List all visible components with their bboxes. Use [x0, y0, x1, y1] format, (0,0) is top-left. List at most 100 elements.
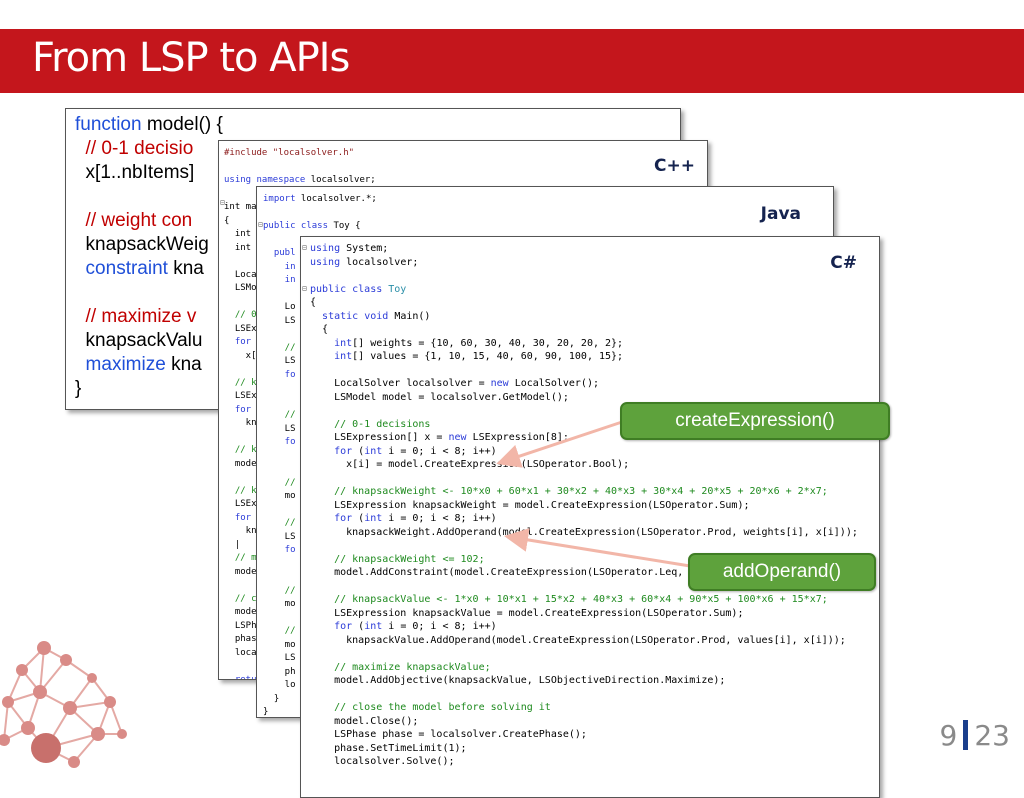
code-line: int	[224, 229, 252, 239]
fold-minus-icon: ⊟	[302, 243, 307, 252]
code-keyword: in	[263, 275, 296, 285]
code-line: mode	[224, 458, 257, 469]
code-line: Toy {	[328, 221, 361, 231]
code-line: LSEx	[224, 323, 257, 334]
code-line: // 0-1 decisions	[310, 418, 431, 430]
code-line: for (int i = 0; i < 8; i++)	[334, 513, 497, 524]
code-line: {	[310, 324, 329, 335]
code-line: x[	[224, 350, 257, 361]
cpp-code-block: #include "localsolver.h" using namespace…	[224, 147, 376, 680]
fold-minus-icon: ⊟	[302, 284, 307, 293]
network-logo-icon	[0, 641, 127, 768]
code-keyword: public class	[263, 221, 329, 231]
code-comment: // k	[224, 485, 257, 496]
code-line: |	[224, 539, 241, 550]
code-line: // maximize knapsackValue;	[310, 661, 491, 673]
code-keyword: constraint	[75, 258, 168, 279]
code-comment: // k	[224, 445, 257, 455]
code-line: kna	[167, 258, 204, 279]
code-line: // knapsackWeight <- 10*x0 + 60*x1 + 30*…	[310, 486, 828, 497]
code-comment: //	[263, 410, 296, 420]
code-line: {	[224, 215, 230, 226]
code-keyword: fo	[263, 369, 296, 380]
page-total: 23	[974, 719, 1010, 752]
code-line: kn	[224, 418, 257, 428]
code-keyword: fo	[263, 545, 296, 555]
code-line: model.AddObjective(knapsackValue, LSObje…	[310, 675, 726, 686]
code-line: LSEx	[224, 499, 257, 509]
code-line: kn	[224, 526, 257, 536]
code-line: LS	[263, 423, 296, 434]
csharp-code-block: using System; using localsolver; public …	[310, 242, 858, 769]
code-line: model.AddConstraint(model.CreateExpressi…	[310, 567, 684, 578]
code-keyword: function	[75, 114, 142, 135]
code-comment: // c	[224, 593, 257, 604]
fold-minus-icon: ⊟	[258, 220, 263, 229]
code-keyword: fo	[263, 437, 296, 447]
code-comment: //	[263, 477, 296, 488]
callout-arrows	[496, 420, 691, 568]
code-line: LS	[263, 356, 296, 366]
code-keyword: for	[224, 512, 252, 523]
java-code-block: import localsolver.*; public class Toy {…	[263, 193, 377, 717]
code-line: LSModel model = localsolver.GetModel();	[310, 391, 569, 403]
code-keyword: using namespace	[224, 175, 306, 185]
code-comment: // maximize v	[75, 306, 197, 327]
code-line: using System;	[310, 243, 389, 254]
code-keyword: retu	[224, 674, 257, 680]
slide-title: From LSP to APIs	[32, 35, 350, 81]
code-line: mode	[224, 566, 257, 577]
create-expression-callout: createExpression()	[620, 402, 890, 440]
code-line: mode	[224, 607, 257, 617]
code-line: mo	[263, 599, 296, 609]
code-line: public class Toy	[310, 283, 407, 295]
code-line: // knapsackValue <- 1*x0 + 10*x1 + 15*x2…	[310, 594, 828, 605]
code-line: int[] weights = {10, 60, 30, 40, 30, 20,…	[334, 337, 624, 349]
lsp-code-block: function model() { // 0-1 decisio x[1..n…	[75, 113, 223, 401]
code-line: {	[310, 297, 317, 308]
code-line: phas	[224, 634, 257, 644]
code-comment: // m	[224, 553, 257, 563]
code-line: knapsackValu	[75, 330, 203, 351]
code-line: LSExpression knapsackValue = model.Creat…	[310, 607, 744, 619]
csharp-code-panel: C# ⊟ ⊟ using System; using localsolver; …	[300, 236, 880, 798]
code-string: #include "localsolver.h"	[224, 148, 355, 158]
code-line: localsolver.*;	[295, 194, 377, 204]
code-line: mo	[263, 491, 296, 501]
code-comment: // 0-1 decisio	[75, 138, 194, 159]
code-line: localsolver;	[305, 175, 376, 185]
code-line: knapsackWeig	[75, 234, 209, 255]
arrow-add-operand	[504, 528, 691, 568]
code-line: kna	[165, 354, 202, 375]
code-line: loca	[224, 647, 257, 658]
code-line: knapsackWeight.AddOperand(model.CreateEx…	[310, 526, 858, 538]
code-line: LS	[263, 653, 296, 663]
code-line: // knapsackWeight <= 102;	[310, 553, 485, 565]
code-line: using localsolver;	[310, 256, 419, 268]
code-line: x[1..nbItems]	[75, 162, 195, 183]
code-line: int	[224, 242, 252, 253]
code-comment: // k	[224, 377, 257, 388]
csharp-language-label: C#	[830, 253, 857, 273]
code-line: localsolver.Solve();	[310, 756, 455, 767]
code-comment: //	[263, 518, 296, 528]
code-line: // close the model before solving it	[310, 702, 551, 713]
code-line: LS	[263, 531, 296, 542]
code-line: int ma	[224, 202, 257, 212]
code-line: LSMo	[224, 283, 257, 293]
code-line: LSExpression[] x = new LSExpression[8];	[310, 432, 569, 443]
code-line: lo	[263, 680, 296, 690]
code-line: knapsackValue.AddOperand(model.CreateExp…	[310, 634, 846, 646]
code-keyword: maximize	[75, 354, 166, 375]
code-line: phase.SetTimeLimit(1);	[310, 742, 467, 754]
code-line: }	[263, 693, 280, 704]
code-line: LS	[263, 315, 296, 326]
code-line: model.Close();	[310, 715, 419, 727]
code-line: model() {	[146, 114, 223, 135]
code-line: LocalSolver localsolver = new LocalSolve…	[310, 378, 599, 389]
arrow-create-expression	[496, 420, 623, 468]
code-line: mo	[263, 639, 296, 650]
code-keyword: publ	[263, 248, 296, 258]
code-keyword: for	[224, 404, 252, 415]
